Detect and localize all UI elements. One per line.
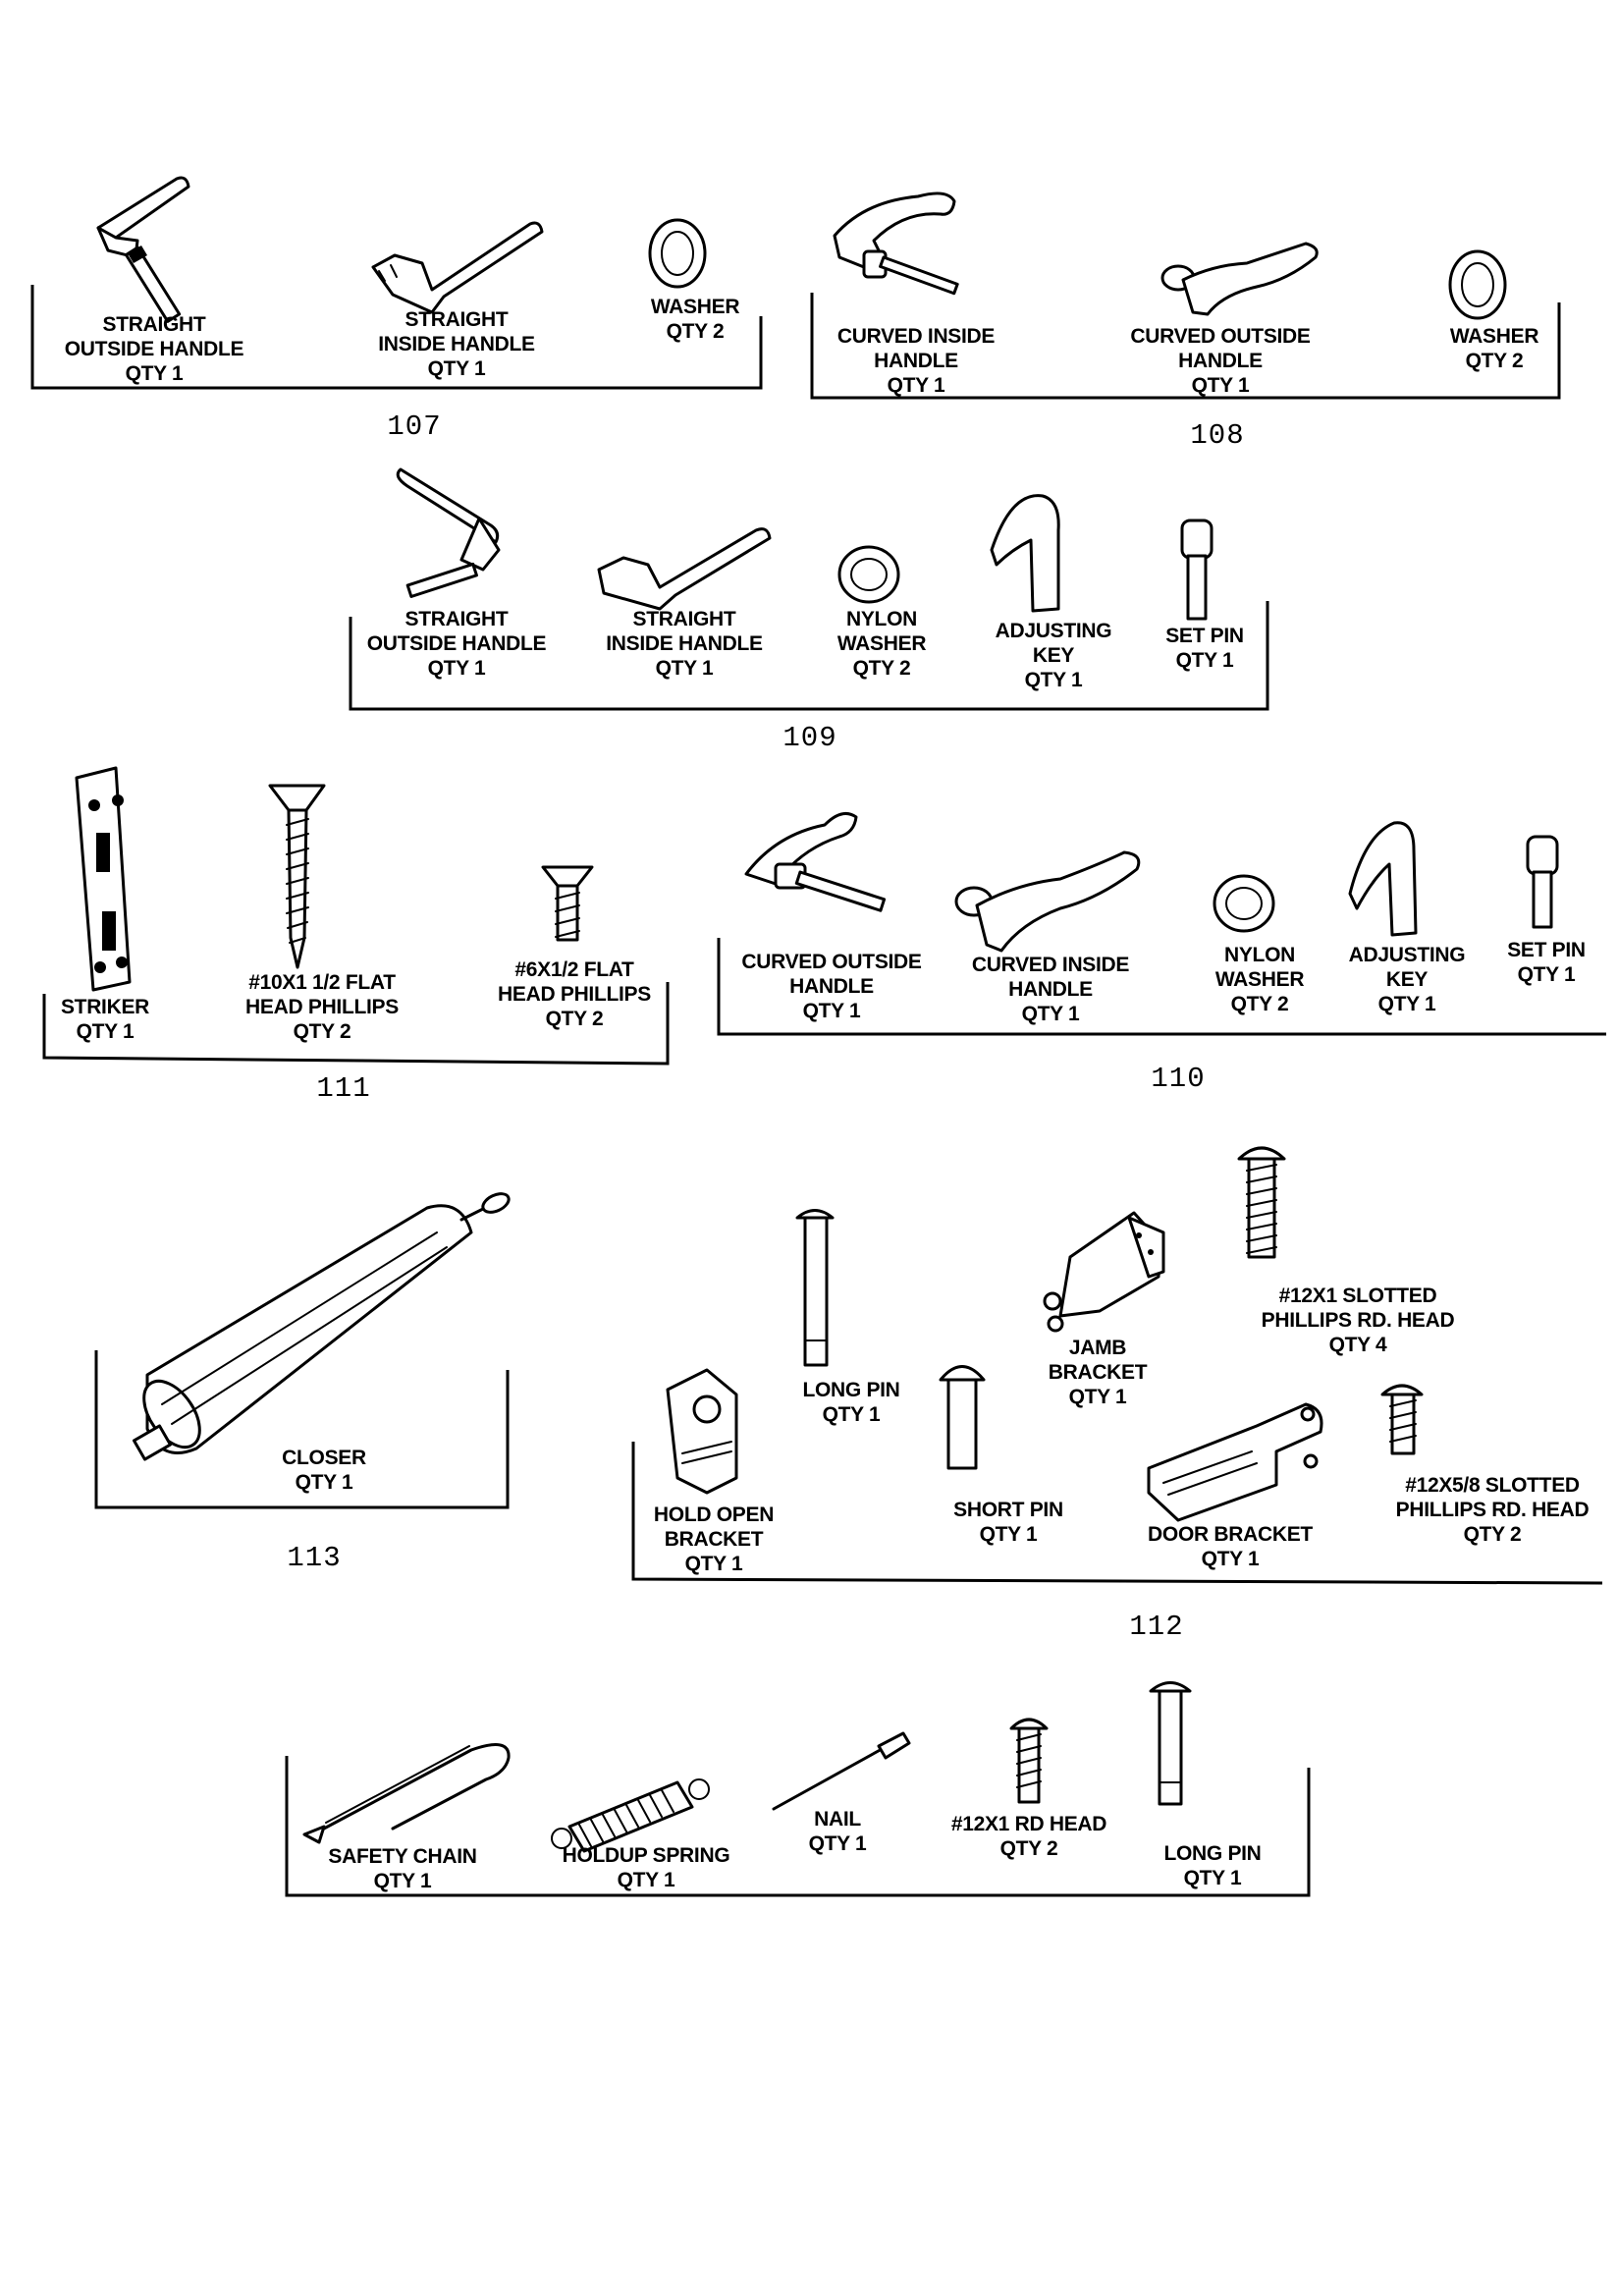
group-number-110: 110 [1151,1063,1206,1095]
round-head-screw-small-icon [1380,1384,1424,1455]
bracket-110 [717,938,1606,1036]
straight-outside-handle-icon [96,176,190,323]
bracket-109 [349,601,1269,711]
set-pin-icon [1180,519,1214,621]
long-pin-icon [795,1209,835,1367]
flat-head-screw-small-icon [541,865,594,942]
jamb-bracket-icon [1043,1211,1165,1333]
straight-inside-handle-icon [371,221,544,314]
bracket-114 [285,1756,1311,1897]
adjusting-key-icon [990,494,1060,613]
flat-head-screw-large-icon [268,784,326,969]
bracket-112 [631,1442,1603,1585]
striker-icon [75,766,132,992]
group-number-112: 112 [1129,1611,1184,1643]
bracket-107 [30,285,763,390]
holdup-spring-icon [551,1778,710,1853]
bracket-108 [810,293,1561,400]
curved-outside-handle-icon [744,811,887,912]
washer-icon [1448,249,1507,320]
adjusting-key-icon [1348,821,1418,937]
closer-icon [133,1192,511,1461]
set-pin-icon [1526,835,1559,929]
straight-outside-handle-icon [396,467,501,598]
bracket-113 [94,1350,510,1509]
group-number-107: 107 [387,410,442,443]
straight-inside-handle-icon [597,527,772,611]
group-number-113: 113 [287,1542,342,1574]
nylon-washer-icon [1213,874,1275,933]
group-number-111: 111 [316,1072,371,1105]
nylon-washer-icon [837,545,900,604]
curved-inside-handle-icon [833,191,959,296]
hold-open-bracket-icon [666,1368,738,1495]
washer-icon [648,218,707,289]
short-pin-icon [939,1365,986,1470]
bracket-111 [42,982,670,1066]
round-head-screw-large-icon [1237,1146,1286,1259]
long-pin-icon [1149,1681,1192,1806]
curved-outside-handle-icon [1160,242,1319,316]
safety-chain-icon [302,1743,511,1844]
nail-icon [772,1731,911,1811]
curved-inside-handle-icon [954,850,1141,953]
round-head-screw-icon [1009,1718,1049,1804]
door-bracket-icon [1147,1402,1323,1522]
group-number-109: 109 [782,722,837,754]
group-number-108: 108 [1190,419,1245,452]
